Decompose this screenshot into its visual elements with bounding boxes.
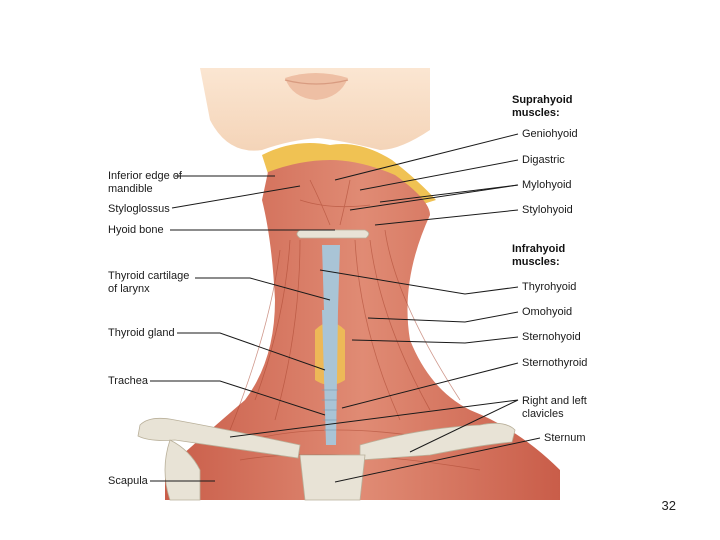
label-digastric: Digastric: [522, 154, 565, 166]
label-sternum: Sternum: [544, 432, 586, 444]
left-leader-lines: [150, 175, 335, 482]
sternum-bone: [299, 454, 366, 501]
trachea-tube: [322, 310, 338, 445]
label-mylohyoid: Mylohyoid: [522, 179, 572, 191]
label-hyoid-bone: Hyoid bone: [108, 224, 164, 236]
label-thyrohyoid: Thyrohyoid: [522, 281, 577, 293]
label-scapula: Scapula: [108, 475, 148, 487]
label-stylohyoid: Stylohyoid: [522, 204, 573, 216]
lips: [285, 73, 348, 100]
page-number: 32: [661, 498, 676, 513]
scapula-bone: [164, 439, 201, 501]
label-sternohyoid: Sternohyoid: [522, 331, 581, 343]
thyroid-cartilage: [322, 245, 340, 310]
label-thyroid-gland: Thyroid gland: [108, 327, 175, 339]
label-omohyoid: Omohyoid: [522, 306, 573, 318]
label-inferior-edge-of-mandible: Inferior edge of mandible: [108, 170, 182, 195]
neck-muscles: [165, 160, 560, 500]
label-sternothyroid: Sternothyroid: [522, 357, 588, 369]
infrahyoid-header: Infrahyoid muscles:: [512, 243, 566, 268]
label-geniohyoid: Geniohyoid: [522, 128, 578, 140]
hyoid-bone: [296, 229, 370, 239]
right-clavicle: [359, 422, 516, 461]
label-styloglossus: Styloglossus: [108, 203, 170, 215]
right-leader-lines: [229, 133, 541, 483]
chin-skin: [200, 68, 430, 151]
label-clavicles: Right and left clavicles: [522, 395, 587, 420]
label-trachea: Trachea: [108, 375, 148, 387]
left-clavicle: [137, 417, 301, 459]
mandible-fat: [262, 142, 436, 205]
suprahyoid-header: Suprahyoid muscles:: [512, 94, 573, 119]
label-thyroid-cartilage: Thyroid cartilage of larynx: [108, 270, 190, 295]
